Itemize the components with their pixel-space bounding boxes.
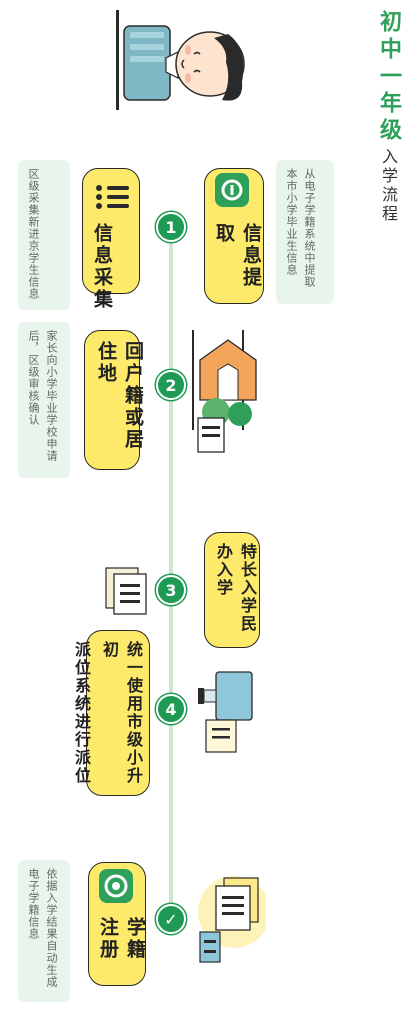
- step1-bubble-b: 信息采集: [82, 168, 140, 311]
- step2-note: 家长向小学毕业学校申请后，区级审核确认: [18, 322, 70, 478]
- step4-bubble: 统一使用市级小升初 派位系统进行派位: [72, 630, 150, 796]
- step2-bubble: 回户籍或居住地: [84, 330, 144, 470]
- step3-label: 特长入学民办入学: [214, 543, 257, 633]
- step-marker-2: 2: [156, 370, 186, 400]
- step-marker-1: 1: [156, 212, 186, 242]
- step-marker-5: ✓: [156, 904, 186, 934]
- step-marker-3: 3: [156, 575, 186, 605]
- step3-bubble: 特长入学民办入学: [204, 532, 260, 648]
- step4-label-line1: 统一使用市级小升初: [100, 641, 143, 785]
- step5-note: 依据入学结果自动生成电子学籍信息: [18, 860, 70, 1002]
- documents-icon: [105, 567, 147, 615]
- step5-bubble: 学籍注册: [88, 862, 146, 986]
- step1-note-a: 从电子学籍系统中提取本市小学毕业生信息: [276, 160, 334, 304]
- step4-label-line2: 派位系统进行派位: [72, 641, 91, 785]
- step2-label: 回户籍或居住地: [95, 341, 144, 451]
- extract-icon: [215, 173, 249, 207]
- computer-icon: [198, 671, 253, 753]
- house-illustration: [192, 330, 257, 453]
- step1-bubble-a: 信息提取: [204, 168, 264, 304]
- timeline-line: [169, 210, 173, 930]
- step1-label-a: 信息提取: [213, 223, 262, 289]
- step-marker-4: 4: [156, 694, 186, 724]
- registration-files-icon: [198, 876, 266, 963]
- register-icon: [99, 869, 133, 903]
- page-title: 初中一年级: [376, 10, 401, 145]
- step1-label-b: 信息采集: [91, 223, 113, 311]
- step1-note-b: 区级采集新进京学生信息: [18, 160, 70, 310]
- list-icon: [96, 185, 129, 209]
- page-subtitle: 入学流程: [379, 148, 398, 224]
- student-illustration: [116, 10, 245, 110]
- step5-label: 学籍注册: [97, 917, 146, 961]
